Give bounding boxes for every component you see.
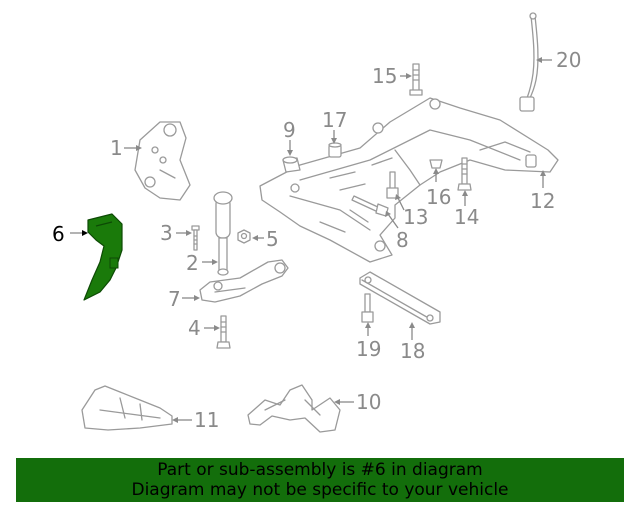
part-10-bracket[interactable]	[247, 384, 341, 433]
callout-14: 14	[454, 205, 479, 229]
part-12-subframe[interactable]	[259, 97, 559, 263]
callout-labels: 1 2 3 4 5 6 7 8 9 10 11 12 13 14 15 16 1…	[52, 48, 581, 432]
callout-17: 17	[322, 108, 347, 132]
part-9-bushing[interactable]	[282, 156, 301, 173]
leader-lines	[70, 57, 552, 423]
callout-3: 3	[160, 221, 173, 245]
banner-line-disclaimer: Diagram may not be specific to your vehi…	[131, 480, 509, 500]
part-15-bolt[interactable]	[409, 63, 423, 96]
parts-diagram: 1 2 3 4 5 6 7 8 9 10 11 12 13 14 15 16 1…	[52, 12, 581, 433]
part-13-bolt[interactable]	[386, 171, 399, 199]
part-14-bolt[interactable]	[457, 157, 472, 191]
banner-line-part: Part or sub-assembly is #6 in diagram	[157, 460, 483, 480]
part-7-control-arm[interactable]	[199, 259, 289, 303]
callout-20: 20	[556, 48, 581, 72]
part-19-bolt[interactable]	[361, 293, 374, 323]
part-11-shield[interactable]	[81, 385, 173, 431]
part-4-bolt[interactable]	[216, 315, 231, 349]
callout-2: 2	[186, 251, 199, 275]
part-6-highlighted[interactable]	[83, 213, 123, 301]
callout-5: 5	[266, 227, 279, 251]
callout-12: 12	[530, 189, 555, 213]
callout-10: 10	[356, 390, 381, 414]
part-20-rod[interactable]	[519, 12, 539, 112]
callout-7: 7	[168, 287, 181, 311]
callout-18: 18	[400, 339, 425, 363]
part-5-nut[interactable]	[237, 229, 251, 244]
callout-4: 4	[188, 316, 201, 340]
part-16-nut[interactable]	[429, 159, 443, 169]
part-18-brace[interactable]	[359, 271, 441, 325]
callout-15: 15	[372, 64, 397, 88]
callout-11: 11	[194, 408, 219, 432]
callout-19: 19	[356, 337, 381, 361]
part-17-bushing[interactable]	[328, 142, 342, 158]
part-3-bolt[interactable]	[191, 225, 200, 251]
info-banner: Part or sub-assembly is #6 in diagram Di…	[16, 458, 624, 502]
callout-16: 16	[426, 185, 451, 209]
callout-13: 13	[403, 205, 428, 229]
callout-9: 9	[283, 118, 296, 142]
callout-1: 1	[110, 136, 123, 160]
callout-8: 8	[396, 228, 409, 252]
callout-6-highlighted: 6	[52, 222, 65, 246]
part-2-strut[interactable]	[213, 191, 233, 276]
part-8-bolt[interactable]	[351, 195, 389, 217]
part-1-knuckle[interactable]	[134, 121, 191, 201]
